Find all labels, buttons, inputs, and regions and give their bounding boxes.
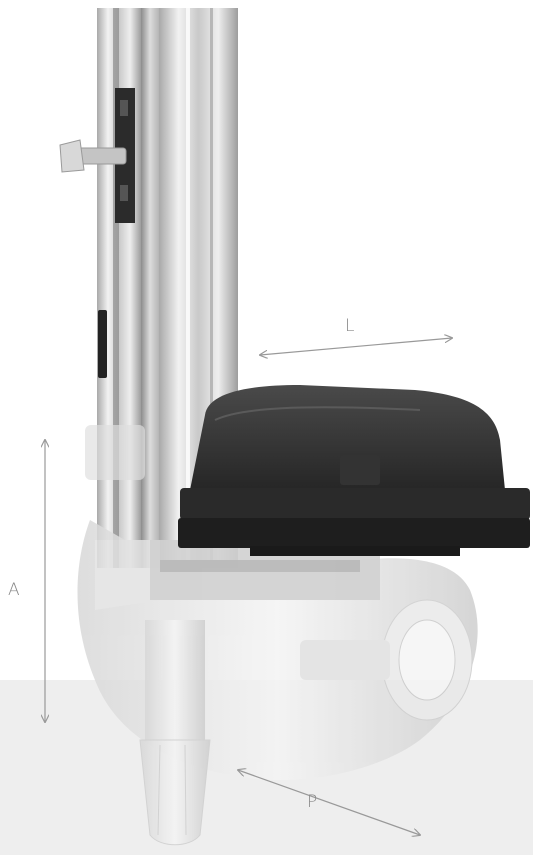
length-label: L (345, 316, 355, 336)
latch (98, 310, 107, 378)
depth-label: P (307, 792, 318, 812)
height-label: A (8, 580, 20, 600)
output-shaft (139, 620, 211, 846)
length-arrow (260, 338, 452, 355)
motor-cover (178, 385, 530, 556)
bolt-icon (59, 139, 127, 173)
depth-arrow (238, 770, 420, 835)
